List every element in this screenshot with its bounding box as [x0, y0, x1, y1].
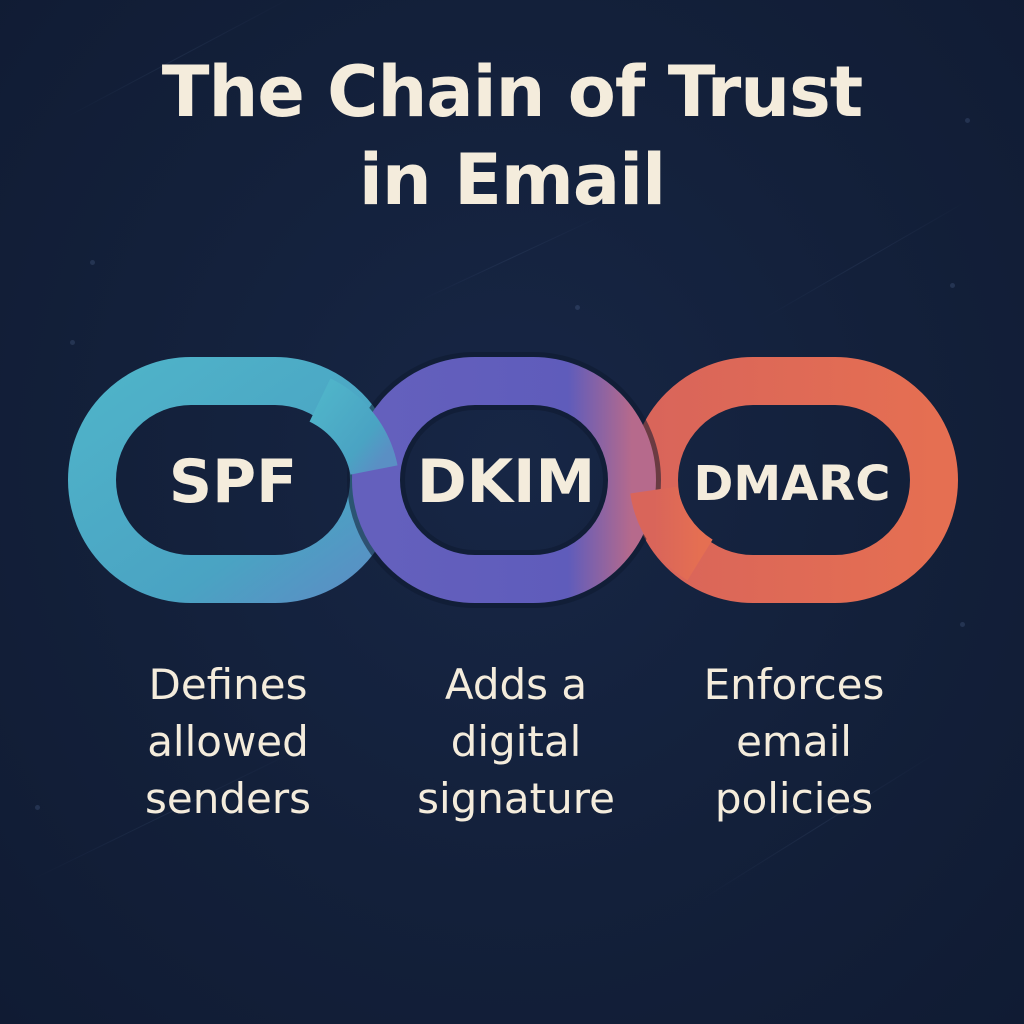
- spf-link-overlap: [308, 378, 398, 476]
- background-dot: [575, 305, 580, 310]
- page-title: The Chain of Trust in Email: [0, 48, 1024, 224]
- title-line-1: The Chain of Trust: [161, 51, 864, 133]
- dkim-description-line-1: Adds a: [444, 660, 588, 709]
- spf-description-line-1: Defines: [148, 660, 308, 709]
- spf-label: SPF: [169, 447, 297, 517]
- background-dot: [965, 118, 970, 123]
- dmarc-description-line-2: email: [736, 717, 852, 766]
- spf-description: Defines allowed senders: [78, 656, 378, 827]
- dmarc-link-overlap: [630, 485, 714, 581]
- dkim-description: Adds a digital signature: [366, 656, 666, 827]
- background-dot: [950, 283, 955, 288]
- dmarc-description: Enforces email policies: [644, 656, 944, 827]
- background-dot: [90, 260, 95, 265]
- dkim-description-line-3: signature: [417, 774, 615, 823]
- dmarc-label: DMARC: [694, 456, 891, 512]
- chain-link-dkim: DKIM: [347, 352, 661, 608]
- dkim-label: DKIM: [417, 447, 595, 517]
- dkim-link-ring: [352, 357, 656, 603]
- dkim-description-line-2: digital: [450, 717, 582, 766]
- spf-description-line-2: allowed: [147, 717, 309, 766]
- dmarc-description-line-1: Enforces: [703, 660, 885, 709]
- dmarc-description-line-3: policies: [714, 774, 874, 823]
- title-line-2: in Email: [358, 139, 666, 221]
- background-dot: [960, 622, 965, 627]
- background-dot: [70, 340, 75, 345]
- spf-description-line-3: senders: [145, 774, 311, 823]
- background-dot: [35, 805, 40, 810]
